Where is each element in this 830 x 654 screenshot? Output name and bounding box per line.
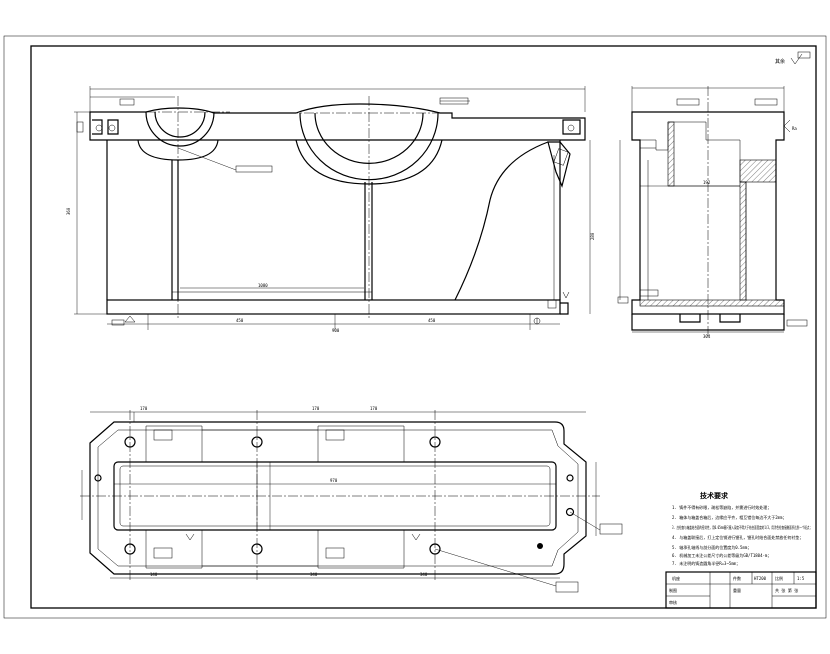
- tech-req-item-7: 7. 未注明的铸造圆角半径R=3~5mm；: [672, 560, 740, 566]
- tech-req-item-3: 3. 应检查与箱盖结合面的密封性，用0.05mm塞尺塞入深度不得大于结合面宽度的…: [672, 524, 812, 530]
- title-block-scale: 1:5: [797, 576, 805, 581]
- svg-text:304: 304: [703, 334, 711, 339]
- svg-text:1080: 1080: [258, 283, 268, 288]
- front-view: 1080 450 450 900 360 280: [66, 86, 595, 333]
- svg-text:192: 192: [703, 180, 711, 185]
- title-block-weight-label: 重量: [733, 587, 741, 593]
- tech-req-item-2: 2. 箱体与箱盖合箱后，边缘应平齐，相互错位每边不大于2mm；: [672, 514, 786, 520]
- title-block-check-label: 审核: [669, 599, 677, 605]
- roughness-note-label: 其余: [775, 58, 785, 65]
- tech-req-item-6: 6. 机械加工未注公差尺寸的公差等级为GB/T1804-m；: [672, 552, 771, 558]
- svg-text:340: 340: [310, 572, 318, 577]
- svg-text:450: 450: [428, 318, 436, 323]
- title-block-drawing-label: 制图: [669, 587, 677, 593]
- sheet-frame: [3, 35, 827, 619]
- svg-text:140: 140: [150, 572, 158, 577]
- plan-view: 170 170 170 970 140 340 340: [80, 406, 623, 593]
- tech-requirements-title: 技术要求: [700, 491, 729, 500]
- svg-text:900: 900: [332, 328, 340, 333]
- svg-text:450: 450: [236, 318, 244, 323]
- svg-text:360: 360: [66, 207, 71, 215]
- tech-req-item-4: 4. 与箱盖联接后，打上定位销进行镗孔，镗孔时结合面处禁放任何衬垫；: [672, 534, 803, 540]
- title-block-sheet: 共 张 第 张: [775, 587, 798, 593]
- svg-text:970: 970: [330, 478, 338, 483]
- svg-text:170: 170: [140, 406, 148, 411]
- title-block: 机座 件数 HT200 比例 1:5 制图 审核 重量 共 张 第 张: [665, 571, 817, 609]
- bolt-holes: [94, 436, 575, 555]
- svg-text:280: 280: [590, 232, 595, 240]
- tech-requirements: 技术要求 1. 铸件不得有砂眼，疏松等缺陷，并需进行时效处理； 2. 箱体与箱盖…: [672, 491, 812, 566]
- side-view: 192 304 Ra: [617, 86, 808, 339]
- svg-text:170: 170: [370, 406, 378, 411]
- svg-text:170: 170: [312, 406, 320, 411]
- roughness-note: 其余: [775, 51, 811, 65]
- tech-req-item-5: 5. 轴承孔轴线与剖分面的位置度为0.5mm；: [672, 544, 751, 550]
- svg-text:Ra: Ra: [792, 126, 797, 131]
- title-block-scale-label: 比例: [775, 575, 783, 581]
- svg-text:340: 340: [420, 572, 428, 577]
- tech-req-item-1: 1. 铸件不得有砂眼，疏松等缺陷，并需进行时效处理；: [672, 504, 771, 510]
- title-block-part-name: 机座: [672, 575, 680, 581]
- title-block-count-label: 件数: [733, 575, 741, 581]
- title-block-material: HT200: [754, 576, 767, 581]
